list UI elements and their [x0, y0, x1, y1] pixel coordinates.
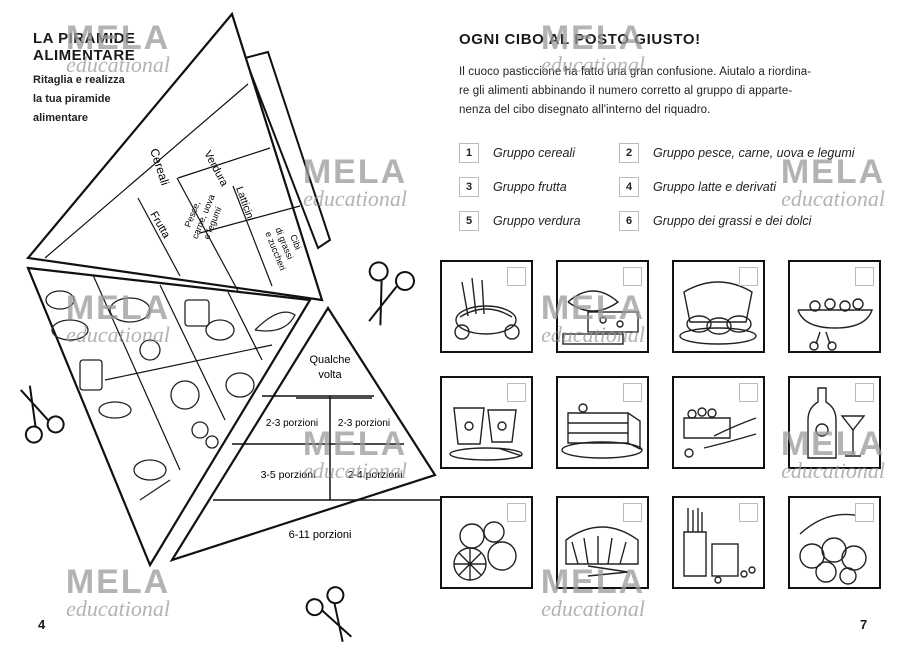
food-tile-cake	[556, 376, 649, 469]
right-page-number: 7	[860, 617, 868, 632]
left-page-subtitle: Ritaglia e realizza la tua piramide alim…	[33, 74, 125, 124]
answer-box[interactable]	[855, 383, 874, 402]
food-tile-oil	[788, 376, 881, 469]
group-label-2: Gruppo pesce, carne, uova e legumi	[653, 146, 855, 160]
group-number-3: 3	[459, 177, 479, 197]
pyramid-triangle	[169, 305, 437, 562]
scissors-icon	[20, 261, 415, 642]
group-label-4: Gruppo latte e derivati	[653, 180, 776, 194]
group-legend-3: 3 Gruppo frutta	[459, 175, 567, 199]
food-tile-potatoes	[672, 260, 765, 353]
food-tile-oranges	[440, 496, 533, 589]
group-number-2: 2	[619, 143, 639, 163]
food-tile-cherries	[788, 260, 881, 353]
answer-box[interactable]	[855, 503, 874, 522]
group-number-5: 5	[459, 211, 479, 231]
group-legend-2: 2 Gruppo pesce, carne, uova e legumi	[619, 141, 855, 165]
group-number-1: 1	[459, 143, 479, 163]
flap-label-pesce: Pesce, carne, uova e legumi	[183, 193, 224, 241]
intro-text: Il cuoco pasticcione ha fatto una gran c…	[459, 66, 812, 116]
level2-left: 2-3 porzioni	[266, 418, 318, 429]
group-legend-6: 6 Gruppo dei grassi e dei dolci	[619, 209, 811, 233]
level-base: 6-11 porzioni	[289, 529, 352, 541]
right-page-title: OGNI CIBO AL POSTO GIUSTO!	[459, 31, 701, 48]
group-legend-1: 1 Gruppo cereali	[459, 141, 575, 165]
answer-box[interactable]	[507, 267, 526, 286]
group-label-5: Gruppo verdura	[493, 214, 581, 228]
level3-left: 3-5 porzioni	[261, 469, 316, 481]
left-page-title: LA PIRAMIDE ALIMENTARE	[33, 30, 136, 64]
level2-right: 2-3 porzioni	[338, 418, 390, 429]
group-number-4: 4	[619, 177, 639, 197]
group-number-6: 6	[619, 211, 639, 231]
food-tile-yogurt	[440, 376, 533, 469]
answer-box[interactable]	[623, 503, 642, 522]
pyramid-food-band	[26, 266, 312, 568]
answer-box[interactable]	[623, 383, 642, 402]
level-top-line1: Qualche	[310, 354, 351, 366]
food-tile-beans	[672, 376, 765, 469]
food-tile-fish-cheese	[556, 260, 649, 353]
answer-box[interactable]	[507, 503, 526, 522]
group-label-1: Gruppo cereali	[493, 146, 575, 160]
food-tile-bread	[440, 260, 533, 353]
left-page-number: 4	[38, 617, 46, 632]
group-legend-5: 5 Gruppo verdura	[459, 209, 581, 233]
group-legend-4: 4 Gruppo latte e derivati	[619, 175, 776, 199]
answer-box[interactable]	[855, 267, 874, 286]
answer-box[interactable]	[739, 383, 758, 402]
level3-right: 2-4 porzioni	[348, 469, 403, 481]
group-label-6: Gruppo dei grassi e dei dolci	[653, 214, 812, 228]
answer-box[interactable]	[739, 503, 758, 522]
level-top-line2: volta	[318, 369, 342, 381]
answer-box[interactable]	[507, 383, 526, 402]
food-tile-vegetables	[556, 496, 649, 589]
food-tile-chestnuts	[788, 496, 881, 589]
answer-box[interactable]	[739, 267, 758, 286]
food-tile-pasta	[672, 496, 765, 589]
pyramid-top-flap	[25, 11, 324, 302]
group-label-3: Gruppo frutta	[493, 180, 567, 194]
answer-box[interactable]	[623, 267, 642, 286]
